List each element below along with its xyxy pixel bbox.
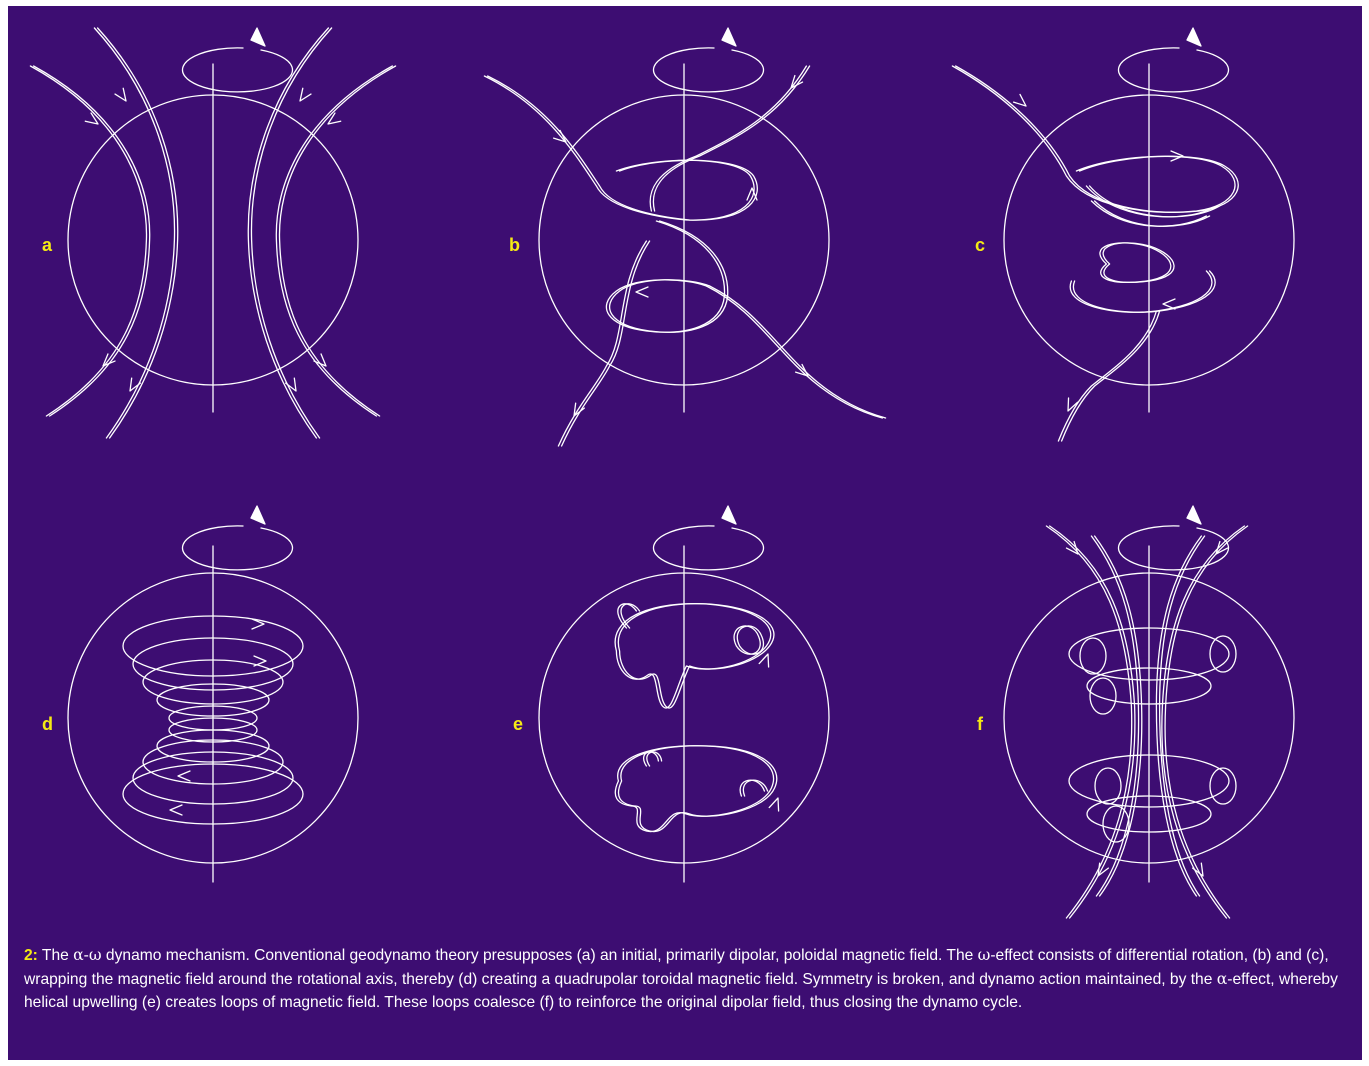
caption-text-2: dynamo mechanism. Conventional geodynamo… — [102, 947, 978, 964]
helical-loop-upper — [618, 604, 774, 708]
field-line — [1062, 311, 1160, 441]
field-arrow — [636, 287, 648, 297]
field-line — [276, 66, 392, 416]
field-line — [279, 66, 395, 416]
field-line — [1156, 536, 1201, 896]
alpha-symbol: α — [73, 946, 84, 964]
rotation-arrowhead — [251, 28, 265, 46]
panel-label-a: a — [42, 236, 52, 254]
figure-number: 2: — [24, 947, 38, 964]
field-arrow — [314, 354, 330, 370]
rotation-arrowhead — [1187, 28, 1201, 46]
rotation-arrowhead — [251, 506, 265, 524]
field-line — [706, 286, 882, 418]
field-line — [956, 66, 1239, 212]
panel-label-d: d — [42, 715, 53, 733]
rotation-arrow — [182, 48, 292, 92]
helical-loop-upper — [615, 604, 771, 708]
panel-b-graphic — [484, 28, 885, 446]
rotation-arrow — [182, 526, 292, 570]
panel-label-c: c — [975, 236, 985, 254]
rotation-arrow — [1118, 526, 1228, 570]
figure-caption: 2: The α-ω dynamo mechanism. Conventiona… — [24, 944, 1339, 1015]
dynamo-diagram — [8, 6, 1362, 936]
field-arrow — [769, 796, 783, 811]
helical-loop-lower — [618, 746, 776, 832]
rotation-arrowhead — [722, 28, 736, 46]
field-arrow — [1014, 94, 1030, 109]
rotation-arrow — [653, 48, 763, 92]
panel-a-graphic — [30, 28, 395, 438]
rotation-arrowhead — [1187, 506, 1201, 524]
field-arrow — [296, 88, 311, 104]
panel-label-f: f — [977, 715, 983, 733]
helical-loop — [1095, 768, 1121, 804]
panel-e-graphic — [539, 506, 829, 882]
omega-symbol: ω — [978, 946, 991, 964]
field-line — [1073, 271, 1215, 312]
field-line — [558, 241, 646, 446]
helical-twist — [644, 752, 659, 766]
panel-d-graphic — [68, 506, 358, 882]
helical-loop — [1080, 638, 1106, 674]
rotation-arrow — [1118, 48, 1228, 92]
field-arrow — [115, 88, 130, 104]
rotation-arrowhead — [722, 506, 736, 524]
helical-loop-lower — [615, 746, 773, 832]
field-line — [1070, 271, 1212, 312]
omega-symbol: ω — [89, 946, 102, 964]
panel-f-graphic — [1004, 506, 1294, 918]
helical-twist — [743, 780, 767, 796]
panel-label-e: e — [513, 715, 523, 733]
field-arrow — [170, 805, 182, 815]
field-arrow — [178, 771, 190, 781]
figure-panel: a b c d e f — [8, 6, 1362, 1060]
alpha-symbol: α — [1217, 970, 1228, 988]
helical-loop — [1210, 636, 1236, 672]
helical-loop — [1090, 678, 1116, 714]
panel-c-graphic — [952, 28, 1294, 441]
caption-text-1: The — [38, 947, 73, 964]
field-line — [488, 76, 758, 220]
rotation-arrow — [653, 526, 763, 570]
helical-loop — [1210, 768, 1236, 804]
panel-label-b: b — [509, 236, 520, 254]
field-line — [610, 221, 728, 332]
field-loop — [1100, 243, 1171, 282]
